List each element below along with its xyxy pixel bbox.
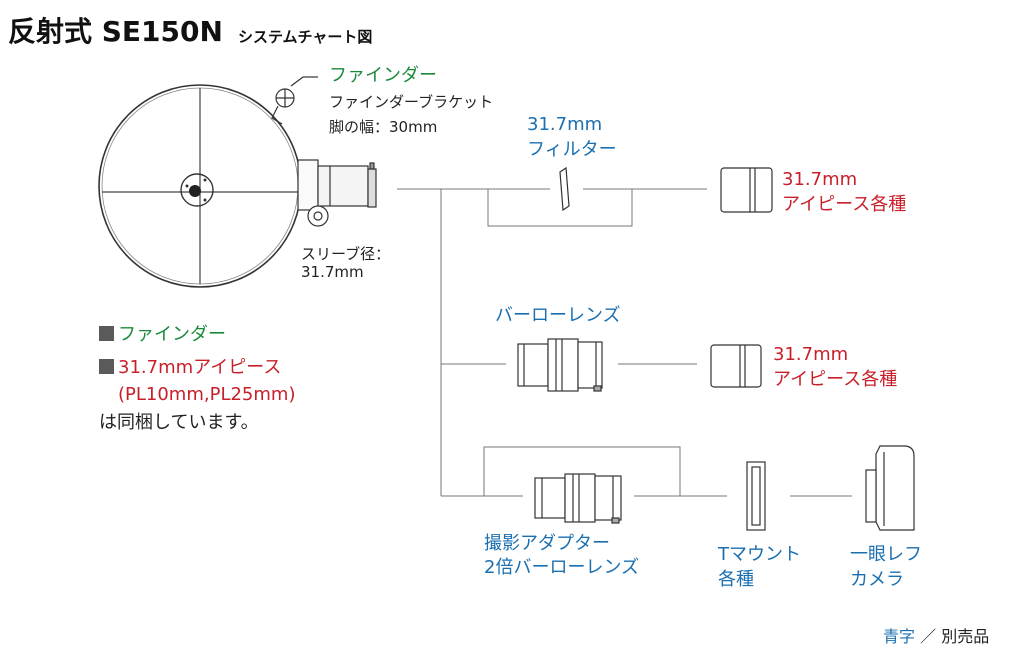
eyepiece-icon — [720, 167, 773, 213]
bullet-square-icon — [99, 326, 114, 341]
focuser-icon — [297, 159, 377, 227]
included-note: は同梱しています。 — [99, 412, 259, 433]
included-item-finder: ファインダー — [99, 323, 226, 347]
t-mount-icon — [746, 461, 766, 531]
included-item-finder-text: ファインダー — [118, 324, 226, 345]
included-item-eyepiece: 31.7mmアイピース — [99, 356, 281, 380]
camera-label-line2: カメラ — [850, 569, 904, 590]
eyepiece1-label-line2: アイピース各種 — [782, 194, 907, 215]
t-mount-label-line2: 各種 — [718, 569, 754, 590]
legend: 青字 ／ 別売品 — [883, 623, 989, 647]
sleeve-label-line1: スリーブ径： — [301, 245, 391, 263]
included-item-eyepiece-text: 31.7mmアイピース — [118, 357, 282, 378]
legend-separator: ／ — [920, 627, 937, 646]
finder-bracket-icon — [271, 76, 318, 125]
bullet-square-icon — [99, 359, 114, 374]
eyepiece-icon — [710, 344, 762, 388]
t-mount-label-line1: Tマウント — [718, 544, 801, 565]
legend-blue-text: 青字 — [883, 627, 916, 646]
photo-adapter-label-line1: 撮影アダプター — [484, 533, 610, 554]
leg-width-label: 脚の幅：30mm — [329, 118, 438, 136]
telescope-tube-icon — [98, 84, 302, 288]
page-subtitle: システムチャート図 — [238, 28, 373, 46]
eyepiece1-label-line1: 31.7mm — [782, 169, 858, 190]
photo-adapter-label-line2: 2倍バーローレンズ — [484, 557, 640, 578]
finder-bracket-label: ファインダーブラケット — [329, 93, 494, 111]
sleeve-label-line2: 31.7mm — [301, 263, 364, 281]
camera-icon — [865, 445, 915, 531]
finder-label: ファインダー — [329, 65, 437, 86]
filter-icon — [559, 166, 570, 212]
barlow-label: バーローレンズ — [495, 305, 621, 326]
eyepiece2-label-line1: 31.7mm — [773, 344, 849, 365]
photo-adapter-icon — [534, 473, 622, 524]
included-item-eyepiece-detail: (PL10mm,PL25mm) — [118, 384, 296, 405]
legend-meaning: 別売品 — [941, 627, 990, 646]
page-title: 反射式 SE150N — [8, 15, 223, 48]
camera-label-line1: 一眼レフ — [850, 544, 922, 565]
eyepiece2-label-line2: アイピース各種 — [773, 369, 898, 390]
filter-label-line2: フィルター — [527, 139, 617, 160]
filter-label-line1: 31.7mm — [527, 114, 603, 135]
barlow-lens-icon — [517, 338, 603, 392]
connection-lines — [397, 188, 852, 497]
